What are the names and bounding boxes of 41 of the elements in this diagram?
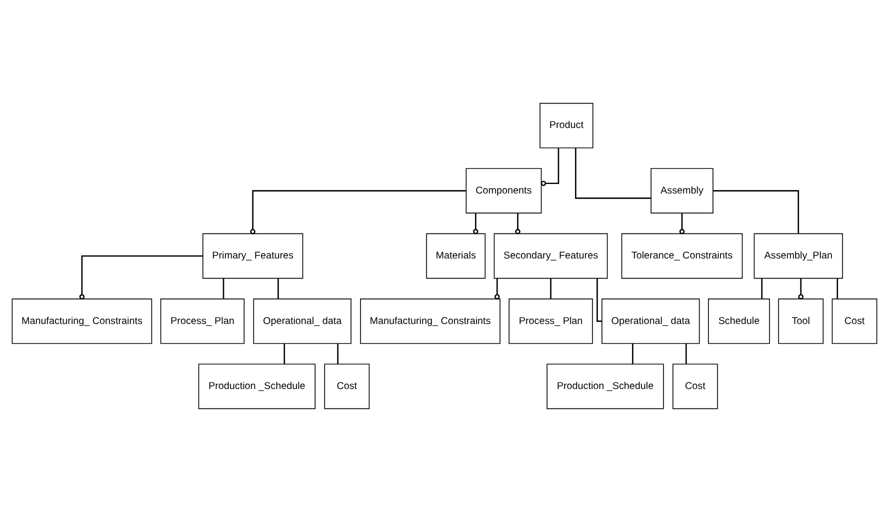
connector xyxy=(575,148,651,199)
node-box: Assembly xyxy=(650,168,714,214)
connector xyxy=(679,213,685,234)
node-box: Cost xyxy=(672,364,718,410)
node-box: Production _Schedule xyxy=(546,364,664,410)
node-box: Cost xyxy=(324,364,370,410)
connector xyxy=(836,278,838,299)
node-box: Process_ Plan xyxy=(160,298,245,344)
node-box: Tool xyxy=(778,298,824,344)
connector xyxy=(515,213,520,234)
connector xyxy=(250,190,466,234)
connector xyxy=(278,278,279,299)
node-box: Components xyxy=(466,168,542,214)
connector xyxy=(596,278,602,322)
connector xyxy=(685,344,687,364)
node-box: Primary_ Features xyxy=(202,233,304,279)
node-box: Assembly_Plan xyxy=(754,233,843,279)
connector xyxy=(473,213,478,234)
node-box: Operational_ data xyxy=(253,298,352,344)
connector xyxy=(337,344,338,364)
node-box: Materials xyxy=(426,233,486,279)
node-box: Operational_ data xyxy=(602,298,700,344)
node-box: Secondary_ Features xyxy=(494,233,608,279)
connector xyxy=(79,255,203,300)
node-box: Manufacturing_ Constraints xyxy=(360,298,500,344)
node-box: Cost xyxy=(832,298,878,344)
connector xyxy=(222,278,224,299)
connector xyxy=(494,278,500,300)
connector xyxy=(713,190,800,234)
connector xyxy=(284,344,286,364)
node-box: Tolerance_ Constraints xyxy=(621,233,743,279)
node-box: Manufacturing_ Constraints xyxy=(12,298,152,344)
node-box: Schedule xyxy=(708,298,770,344)
connector xyxy=(550,278,552,299)
node-box: Product xyxy=(540,102,594,148)
connector xyxy=(540,148,560,186)
connector xyxy=(798,278,804,300)
connector xyxy=(632,344,634,364)
node-box: Process_ Plan xyxy=(508,298,593,344)
node-box: Production _Schedule xyxy=(198,364,316,410)
connector xyxy=(761,278,763,299)
